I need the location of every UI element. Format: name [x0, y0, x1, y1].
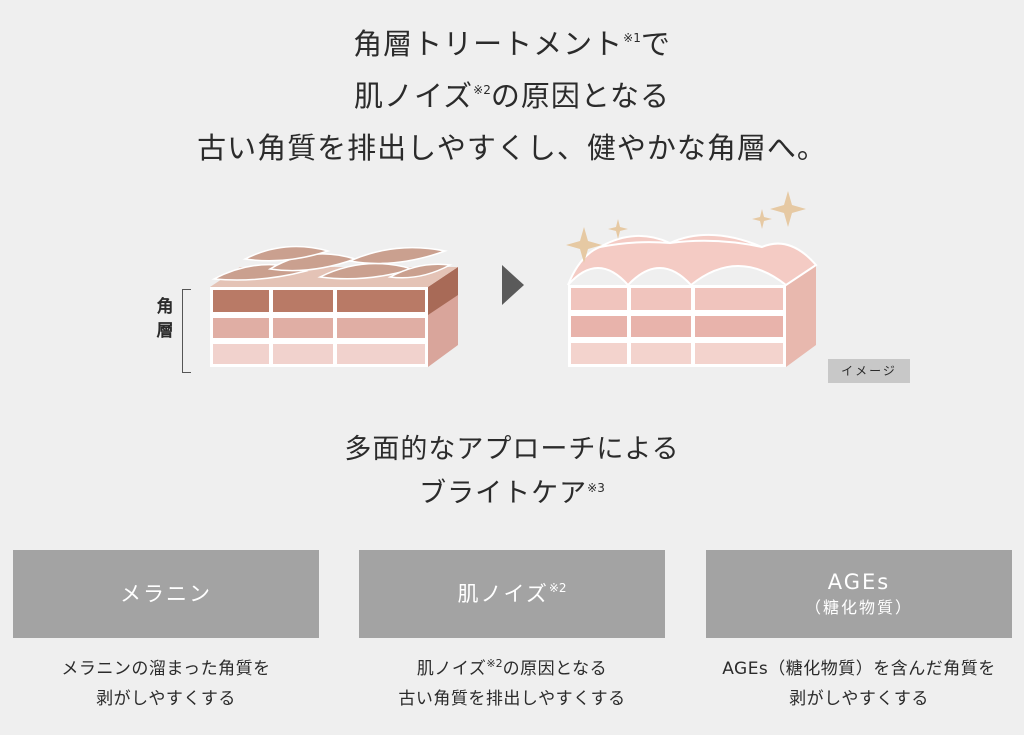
card-title: 肌ノイズ※2 [457, 581, 567, 606]
layer-label: 角 層 [156, 297, 174, 341]
footnote-mark: ※2 [486, 657, 503, 670]
layer-bracket [182, 289, 191, 373]
card-description: 肌ノイズ※2の原因となる 古い角質を排出しやすくする [398, 657, 626, 709]
card-subtitle: （糖化物質） [804, 598, 913, 617]
card-description: メラニンの溜まった角質を 剥がしやすくする [61, 659, 271, 709]
headline: 角層トリートメント※1で 肌ノイズ※2の原因となる 古い角質を排出しやすくし、健… [0, 18, 1024, 174]
card-header: AGEs （糖化物質） [706, 550, 1012, 638]
subhead-line-2: ブライトケア※3 [419, 478, 605, 509]
image-badge: イメージ [828, 359, 910, 383]
card-ages: AGEs （糖化物質） AGEs（糖化物質）を含んだ角質を 剥がしやすくする [706, 550, 1012, 714]
subhead-line-1: 多面的なアプローチによる [344, 434, 680, 465]
footnote-mark: ※1 [623, 31, 641, 45]
footnote-mark: ※3 [587, 481, 605, 495]
after-block-image [567, 234, 818, 367]
card-header: 肌ノイズ※2 [359, 550, 665, 638]
before-block-image [210, 245, 458, 367]
headline-line-3: 古い角質を排出しやすくし、健やかな角層へ。 [197, 131, 827, 165]
card-melanin: メラニン メラニンの溜まった角質を 剥がしやすくする [13, 550, 319, 714]
footnote-mark: ※2 [473, 83, 491, 97]
headline-line-2: 肌ノイズ※2の原因となる [354, 79, 670, 113]
footnote-mark: ※2 [548, 581, 567, 595]
subhead: 多面的なアプローチによる ブライトケア※3 [0, 428, 1024, 516]
arrow-right-icon [502, 265, 524, 305]
card-title: メラニン [120, 582, 212, 606]
sparkle-icon [566, 191, 806, 263]
headline-line-1: 角層トリートメント※1で [353, 27, 671, 61]
card-title: AGEs [827, 570, 891, 594]
illustration-svg [210, 191, 818, 367]
card-skin-noise: 肌ノイズ※2 肌ノイズ※2の原因となる 古い角質を排出しやすくする [359, 550, 665, 714]
card-description: AGEs（糖化物質）を含んだ角質を 剥がしやすくする [722, 659, 996, 709]
card-header: メラニン [13, 550, 319, 638]
skin-layer-illustration: 角 層 [150, 185, 930, 395]
